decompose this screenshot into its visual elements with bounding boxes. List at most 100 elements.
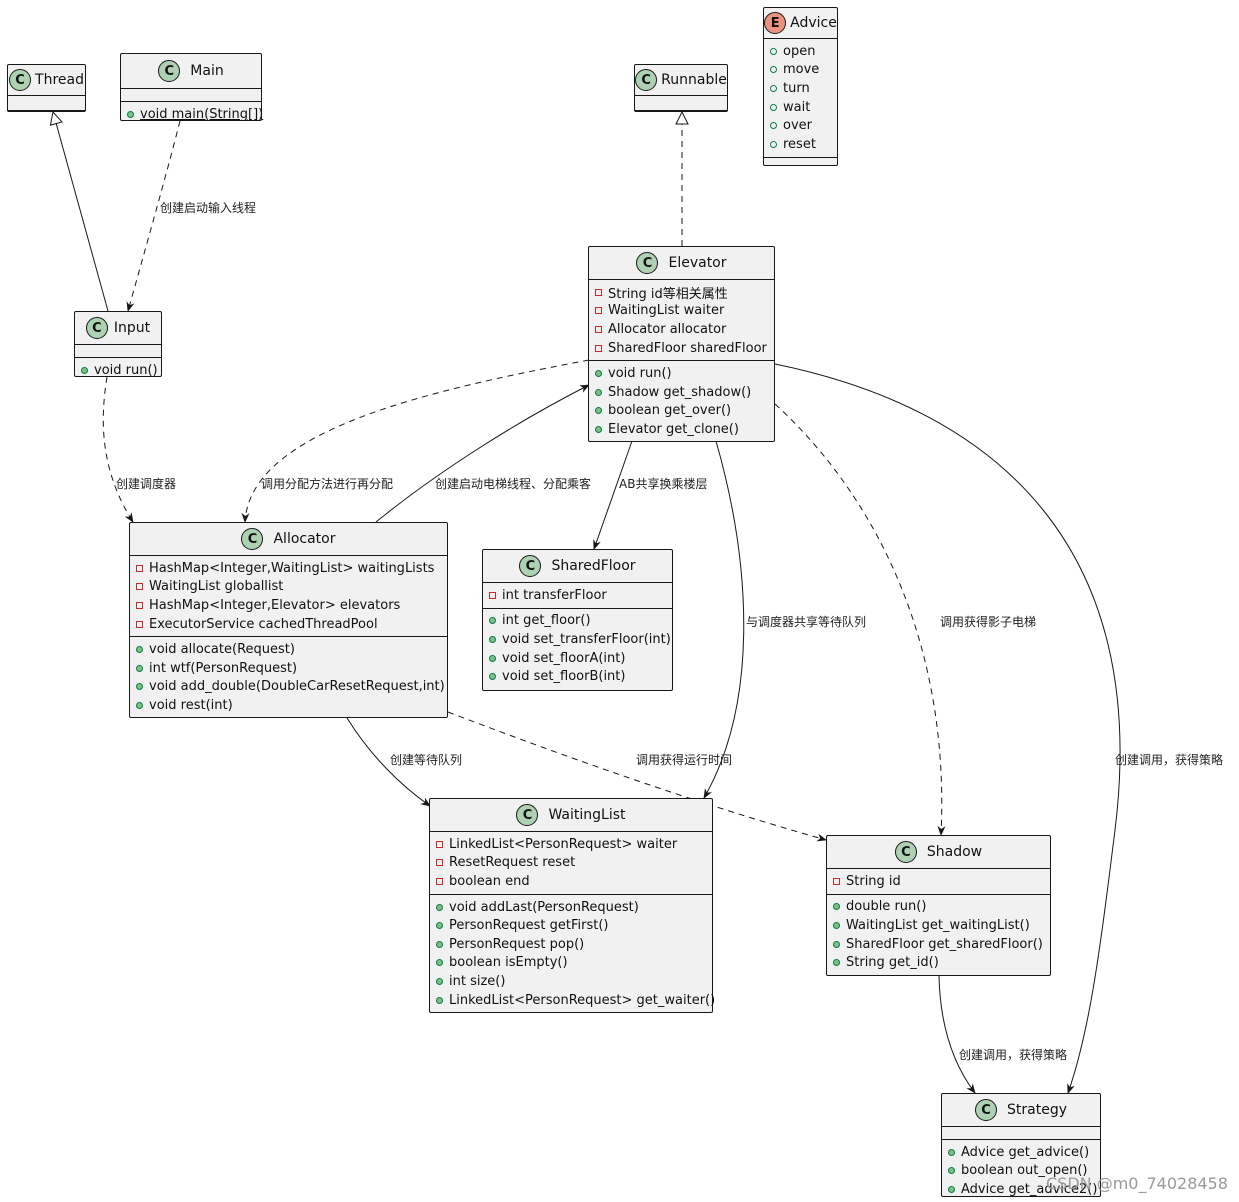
edge-label-elevator-sharedfloor: AB共享换乘楼层 bbox=[619, 477, 708, 491]
class-name: Advice bbox=[790, 15, 837, 31]
public-method-icon bbox=[489, 673, 496, 681]
edge-label-main-input: 创建启动输入线程 bbox=[160, 201, 257, 215]
class-badge-icon: C bbox=[241, 528, 264, 550]
public-method-icon bbox=[595, 370, 602, 378]
public-method-icon bbox=[436, 903, 443, 911]
edge-allocator-shadow bbox=[447, 711, 827, 842]
private-field-icon bbox=[436, 840, 443, 848]
method: double run() bbox=[846, 899, 927, 915]
method: void run() bbox=[94, 362, 158, 378]
class-badge-icon: C bbox=[635, 69, 658, 91]
enum-value-icon bbox=[770, 47, 777, 55]
method: void allocate(Request) bbox=[149, 642, 295, 658]
edge-elevator-waitinglist bbox=[703, 440, 745, 799]
method: int get_floor() bbox=[502, 613, 591, 629]
field: int transferFloor bbox=[502, 587, 607, 603]
method: Shadow get_shadow() bbox=[608, 384, 752, 400]
edge-input-extends-thread bbox=[53, 112, 109, 312]
method: PersonRequest pop() bbox=[449, 936, 585, 952]
class-name: WaitingList bbox=[548, 807, 626, 823]
class-badge-icon: C bbox=[158, 60, 181, 82]
method: void main(String[]) bbox=[140, 106, 264, 122]
edge-elevator-strategy bbox=[774, 363, 1121, 1094]
public-method-icon bbox=[436, 977, 443, 985]
class-name: Shadow bbox=[926, 844, 983, 860]
enum-value: wait bbox=[783, 99, 811, 115]
public-method-icon bbox=[136, 664, 143, 672]
public-method-icon bbox=[595, 407, 602, 415]
edge-shadow-strategy bbox=[938, 975, 976, 1094]
watermark: CSDN @m0_74028458 bbox=[1046, 1174, 1228, 1193]
field: Allocator allocator bbox=[608, 321, 727, 337]
edge-label-elevator-waitinglist: 与调度器共享等待队列 bbox=[746, 615, 867, 629]
field: ResetRequest reset bbox=[449, 855, 576, 871]
edge-elevator-allocator bbox=[241, 359, 590, 523]
public-method-icon bbox=[136, 646, 143, 654]
method: WaitingList get_waitingList() bbox=[846, 917, 1030, 933]
class-badge-icon: C bbox=[894, 841, 917, 863]
method: void set_transferFloor(int) bbox=[502, 631, 671, 647]
private-field-icon bbox=[595, 325, 602, 333]
method: boolean out_open() bbox=[961, 1163, 1088, 1179]
public-method-icon bbox=[489, 617, 496, 625]
field: WaitingList globallist bbox=[149, 579, 284, 595]
class-name: Allocator bbox=[273, 531, 336, 547]
enum-value: reset bbox=[783, 136, 816, 152]
public-method-icon bbox=[833, 903, 840, 911]
field: WaitingList waiter bbox=[608, 303, 725, 319]
public-method-icon bbox=[127, 110, 134, 118]
private-field-icon bbox=[136, 620, 143, 628]
enum-value: open bbox=[783, 43, 816, 59]
field: HashMap<Integer,Elevator> elevators bbox=[149, 597, 401, 613]
method: SharedFloor get_sharedFloor() bbox=[846, 936, 1043, 952]
public-method-icon bbox=[436, 922, 443, 930]
private-field-icon bbox=[595, 307, 602, 315]
edge-elevator-sharedfloor bbox=[593, 440, 633, 550]
method: String get_id() bbox=[846, 955, 939, 971]
class-name: SharedFloor bbox=[551, 558, 636, 574]
field: SharedFloor sharedFloor bbox=[608, 340, 767, 356]
field: LinkedList<PersonRequest> waiter bbox=[449, 836, 678, 852]
enum-value-icon bbox=[770, 140, 777, 148]
method: void addLast(PersonRequest) bbox=[449, 899, 639, 915]
field: ExecutorService cachedThreadPool bbox=[149, 616, 378, 632]
private-field-icon bbox=[833, 877, 840, 885]
method: LinkedList<PersonRequest> get_waiter() bbox=[449, 992, 716, 1008]
edge-label-elevator-strategy: 创建调用，获得策略 bbox=[1115, 753, 1224, 767]
edge-label-elevator-shadow: 调用获得影子电梯 bbox=[940, 615, 1037, 629]
method: PersonRequest getFirst() bbox=[449, 918, 609, 934]
class-badge-icon: C bbox=[975, 1099, 997, 1121]
class-name: Input bbox=[113, 320, 151, 336]
private-field-icon bbox=[136, 601, 143, 609]
public-method-icon bbox=[948, 1185, 955, 1193]
public-method-icon bbox=[489, 635, 496, 643]
public-method-icon bbox=[595, 388, 602, 396]
edge-label-shadow-strategy: 创建调用，获得策略 bbox=[959, 1048, 1068, 1062]
public-method-icon bbox=[833, 921, 840, 929]
public-method-icon bbox=[136, 683, 143, 691]
edge-label-allocator-waitinglist: 创建等待队列 bbox=[390, 753, 463, 767]
private-field-icon bbox=[436, 859, 443, 867]
enum-value: over bbox=[783, 118, 812, 134]
private-field-icon bbox=[489, 591, 496, 599]
public-method-icon bbox=[436, 940, 443, 948]
private-field-icon bbox=[436, 877, 443, 885]
public-method-icon bbox=[833, 959, 840, 967]
private-field-icon bbox=[595, 288, 602, 296]
class-badge-icon: C bbox=[636, 252, 659, 274]
public-method-icon bbox=[833, 940, 840, 948]
private-field-icon bbox=[595, 344, 602, 352]
method: Advice get_advice() bbox=[961, 1144, 1090, 1160]
method: void add_double(DoubleCarResetRequest,in… bbox=[149, 679, 445, 695]
